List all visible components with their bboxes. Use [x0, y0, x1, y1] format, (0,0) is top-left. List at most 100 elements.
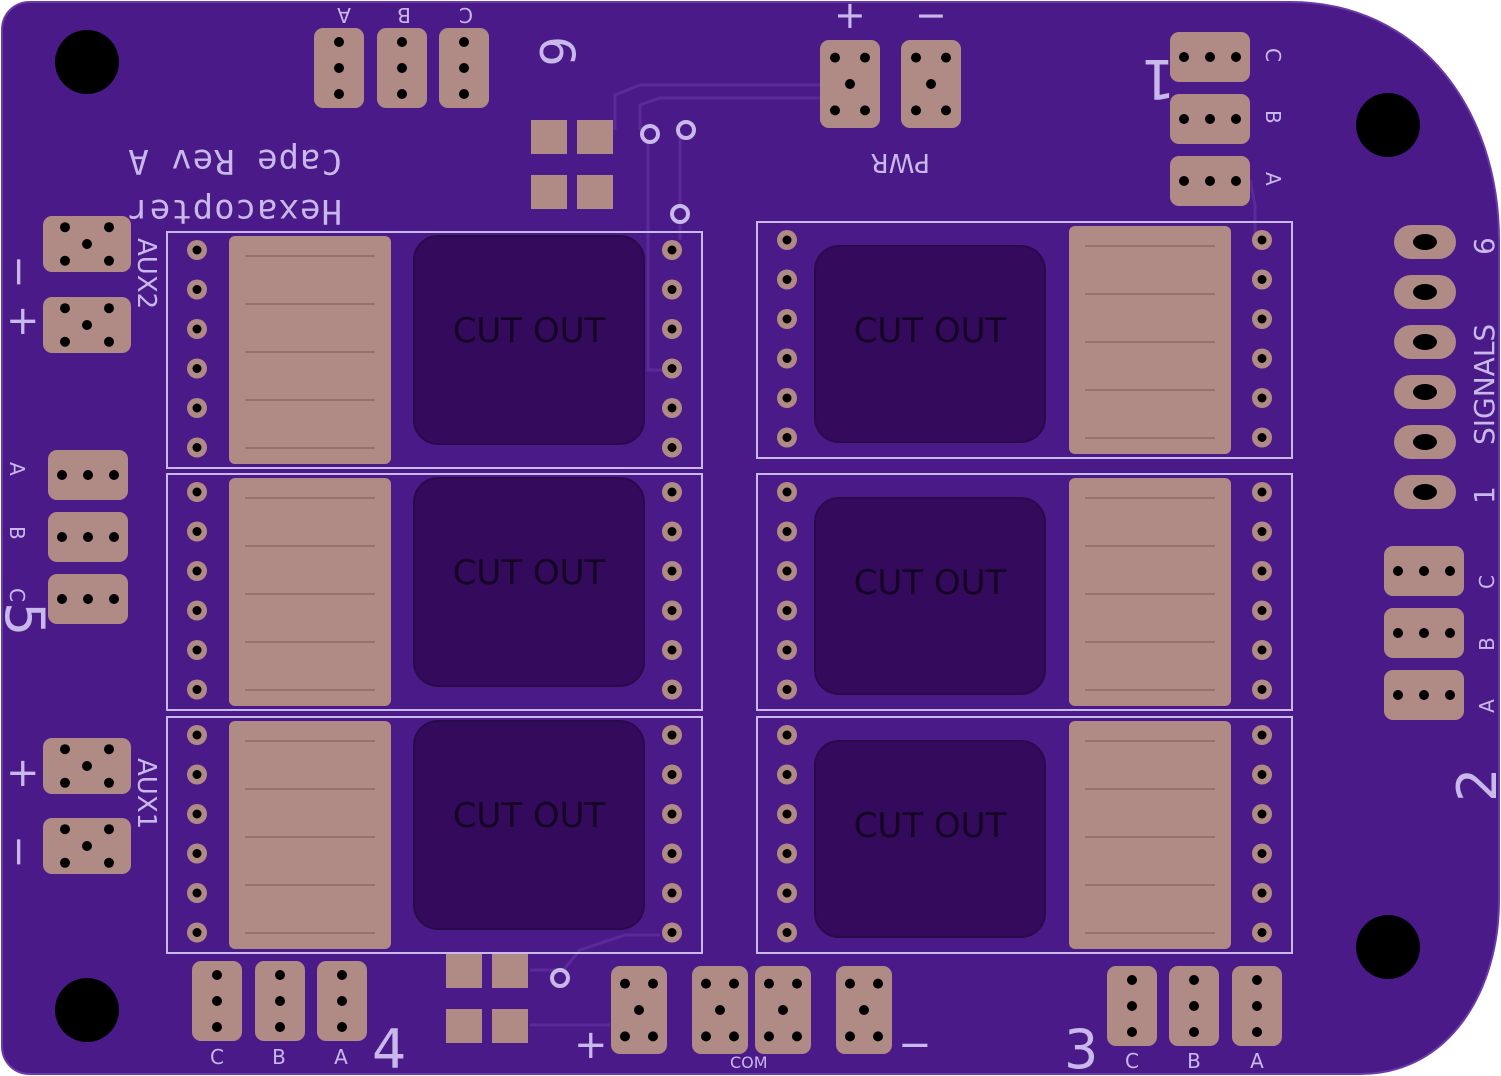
motor-3-phase-label: B [1187, 1049, 1201, 1073]
motor-1-phase-label: C [1261, 48, 1285, 62]
pin-hole [192, 487, 202, 497]
via [640, 124, 660, 144]
vias [550, 120, 696, 988]
heatsink-pad [229, 236, 391, 464]
heatsink-pad [229, 721, 391, 949]
smd-pads-top [531, 120, 613, 209]
signal-pin [1394, 275, 1456, 309]
mounting-holes [55, 30, 1420, 1042]
pin-hole [782, 527, 792, 536]
motor-1-phase-label: A [1261, 172, 1285, 186]
signal-pin [1394, 225, 1456, 259]
power-pad [43, 297, 131, 353]
pin-hole [1257, 685, 1267, 694]
pin-hole [782, 487, 792, 497]
pin-hole [782, 235, 792, 245]
esc-module: CUT OUT [166, 231, 703, 469]
pin-hole [667, 245, 677, 255]
signals-6-label: 6 [1468, 237, 1501, 255]
motor-2-phase-label: C [1475, 575, 1499, 589]
cutout-area [814, 497, 1046, 695]
power-pad [43, 738, 131, 794]
connector-3pin [317, 961, 367, 1041]
pin-hole [192, 849, 202, 858]
motor-6-phase-label: B [397, 3, 411, 27]
pin-hole [667, 809, 677, 819]
motor-5-phase-label: C [5, 588, 29, 602]
pin-hole [667, 770, 677, 779]
power-pad [755, 966, 811, 1054]
connector-3pin [48, 574, 128, 624]
pin-hole [1257, 433, 1267, 442]
pin-hole [1257, 888, 1267, 898]
cutout-label: CUT OUT [854, 563, 1007, 603]
cutout-label: CUT OUT [854, 806, 1007, 846]
smd-pads-bottom [446, 954, 528, 1043]
pin-hole [1257, 566, 1267, 576]
connector-3pin [48, 450, 128, 500]
via [676, 120, 696, 140]
motor-1-phase-label: B [1261, 110, 1285, 124]
motor-3-number: 3 [1064, 1018, 1098, 1076]
pin-hole [192, 606, 202, 615]
aux2-plus-label: + [6, 298, 40, 344]
smd-pad [492, 954, 528, 988]
connector-3pin [1107, 966, 1157, 1046]
pin-hole [192, 566, 202, 576]
cutout-label: CUT OUT [453, 311, 606, 351]
esc-outline [166, 231, 703, 469]
motor-4-phase-label: A [334, 1045, 348, 1069]
power-pad [611, 966, 667, 1054]
smd-pad [446, 1009, 482, 1043]
pin-hole [667, 443, 677, 452]
cutout-area [413, 235, 645, 445]
pin-hole [782, 566, 792, 576]
connector-3pin [1170, 94, 1250, 144]
aux2-minus-label: − [0, 255, 42, 289]
pin-hole [782, 809, 792, 819]
cutout-label: CUT OUT [854, 311, 1007, 351]
pin-hole [782, 354, 792, 363]
connector-3pin [439, 28, 489, 108]
pin-hole [1257, 928, 1267, 937]
pin-hole [667, 645, 677, 655]
esc-module: CUT OUT [166, 473, 703, 711]
pin-hole [667, 685, 677, 694]
motor-2-number: 2 [1446, 768, 1501, 802]
connector-3pin [1170, 156, 1250, 206]
pin-hole [782, 685, 792, 694]
motor-6-phase-label: C [459, 3, 473, 27]
connector-3pin [1384, 670, 1464, 720]
pin-hole [782, 393, 792, 403]
pin-hole [782, 275, 792, 284]
pin-hole [192, 443, 202, 452]
mounting-hole [55, 30, 119, 94]
motor-labels: 6ABC1CBA5ABC2CBA4CBA3CBA [0, 3, 1501, 1076]
pin-hole [667, 285, 677, 294]
connector-3pin [377, 28, 427, 108]
pin-hole [192, 403, 202, 413]
power-pad [820, 40, 880, 128]
motor-4-phase-label: C [210, 1045, 224, 1069]
pin-hole [192, 285, 202, 294]
pin-hole [1257, 730, 1267, 740]
pin-hole [192, 685, 202, 694]
esc-outline [756, 473, 1293, 711]
pin-hole [1257, 809, 1267, 819]
pin-hole [667, 487, 677, 497]
pin-hole [667, 928, 677, 937]
pin-hole [192, 364, 202, 373]
heatsink-pad [1069, 478, 1231, 706]
motor-2-phase-label: B [1475, 637, 1499, 651]
pin-hole [1257, 235, 1267, 245]
pin-hole [1257, 770, 1267, 779]
pin-hole [1257, 354, 1267, 363]
pin-hole [1257, 275, 1267, 284]
connector-3pin [314, 28, 364, 108]
motor-5-phase-label: B [5, 526, 29, 540]
board-revision: Cape Rev A [127, 141, 342, 181]
pin-hole [667, 606, 677, 615]
power-pad [43, 216, 131, 272]
pin-hole [782, 770, 792, 779]
